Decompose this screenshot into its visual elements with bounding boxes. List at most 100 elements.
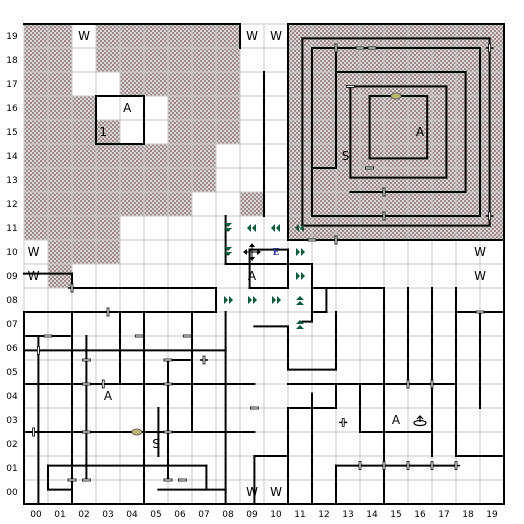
door (307, 238, 317, 242)
arrow-left-icon (295, 224, 299, 232)
x-axis-label: 09 (246, 510, 258, 520)
spinner-icon (249, 243, 255, 247)
doors (29, 43, 494, 482)
cell-label: W (246, 485, 258, 499)
door (488, 43, 492, 53)
door (177, 478, 187, 482)
x-axis-label: 12 (318, 510, 329, 520)
arrow-left-icon (247, 224, 251, 232)
door (488, 211, 492, 221)
door (367, 46, 377, 50)
fountain-icon (416, 415, 424, 422)
x-axis-label: 15 (390, 510, 401, 520)
arrow-up-icon (296, 320, 304, 324)
y-axis-label: 08 (6, 296, 18, 306)
arrow-right-icon (229, 296, 233, 304)
x-axis-label: 13 (342, 510, 353, 520)
cell-label: W (28, 245, 40, 259)
door (82, 382, 91, 386)
dark-zone (168, 120, 240, 144)
door (163, 430, 173, 434)
x-axis-label: 02 (78, 510, 89, 520)
door (334, 235, 338, 245)
exit-icon: Ε (273, 248, 280, 258)
dark-zone (120, 72, 240, 96)
arrow-up-icon (296, 301, 304, 305)
y-axis-label: 17 (6, 80, 17, 90)
x-axis-label: 14 (366, 510, 378, 520)
cell-label: W (474, 269, 486, 283)
cell-label: W (28, 269, 40, 283)
door (365, 166, 375, 170)
door (67, 478, 77, 482)
x-axis-label: 11 (294, 510, 305, 520)
arrow-right-icon (277, 296, 281, 304)
arrow-left-icon (276, 224, 280, 232)
y-axis-label: 01 (6, 464, 17, 474)
door (134, 334, 144, 338)
y-axis-label: 11 (6, 224, 17, 234)
cell-label: A (123, 101, 132, 115)
cell-label: S (342, 149, 350, 163)
y-axis-label: 10 (6, 248, 18, 258)
dark-zone (48, 264, 72, 288)
door (182, 334, 192, 338)
arrow-down-icon (224, 228, 232, 232)
x-axis-label: 06 (174, 510, 186, 520)
walls (23, 23, 505, 505)
spinner-icon (257, 249, 261, 255)
arrow-right-icon (301, 248, 305, 256)
x-axis-label: 03 (102, 510, 113, 520)
x-axis-label: 08 (222, 510, 234, 520)
door (382, 187, 386, 197)
x-axis-label: 19 (486, 510, 498, 520)
door (163, 358, 173, 362)
cell-label: A (416, 125, 425, 139)
arrow-right-icon (224, 296, 228, 304)
door (430, 461, 434, 471)
y-axis-label: 03 (6, 416, 17, 426)
key-icon (390, 92, 402, 100)
y-axis-label: 16 (6, 104, 18, 114)
spinner-icon (249, 257, 255, 261)
arrow-down-icon (224, 252, 232, 256)
arrow-right-icon (253, 296, 257, 304)
y-axis-label: 00 (6, 488, 18, 498)
markers: Ε (131, 92, 427, 436)
door (454, 461, 458, 471)
cell-label: W (270, 29, 282, 43)
door (430, 379, 434, 389)
door (249, 406, 259, 410)
door (382, 461, 386, 471)
arrow-left-icon (271, 224, 275, 232)
key-icon (131, 428, 143, 436)
door (355, 46, 365, 50)
dark-zone (240, 192, 264, 216)
door (101, 379, 105, 389)
x-axis-label: 18 (462, 510, 474, 520)
arrow-right-icon (296, 248, 300, 256)
arrow-right-icon (272, 296, 276, 304)
y-axis-label: 09 (6, 272, 18, 282)
door (163, 382, 173, 386)
y-axis-label: 07 (6, 320, 17, 330)
dark-zone (24, 96, 96, 120)
door (358, 461, 362, 471)
door (406, 379, 410, 389)
spinner-icon (243, 249, 247, 255)
door (202, 355, 206, 365)
arrow-left-icon (300, 224, 304, 232)
cell-label: A (248, 269, 257, 283)
door (345, 85, 355, 88)
cell-label: W (78, 29, 90, 43)
arrow-right-icon (296, 272, 300, 280)
x-axis-label: 16 (414, 510, 426, 520)
arrow-down-icon (224, 247, 232, 251)
dark-zone (48, 240, 120, 264)
door (406, 461, 410, 471)
x-axis-label: 04 (126, 510, 138, 520)
door (106, 307, 110, 317)
